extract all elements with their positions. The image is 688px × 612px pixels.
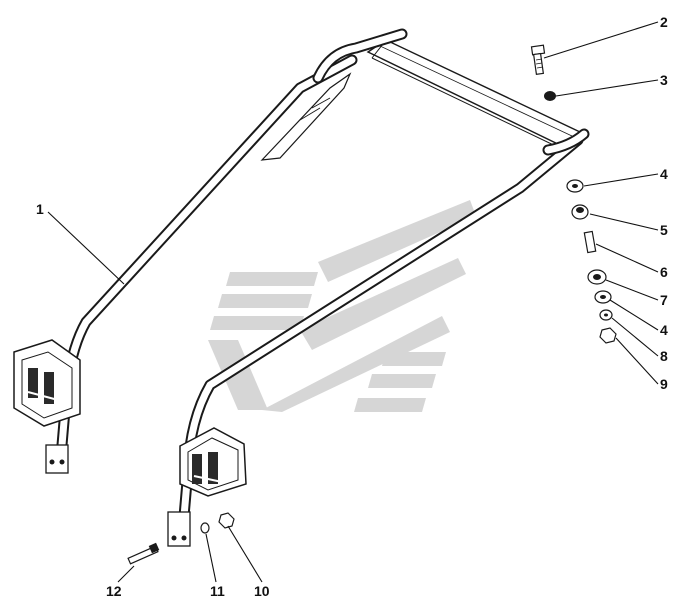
right-mount-bracket <box>179 427 247 497</box>
callout-4b: 4 <box>660 322 668 338</box>
nut-icon <box>544 91 556 101</box>
bushing-icon <box>571 204 589 220</box>
callouts: 1 2 3 4 5 6 7 4 8 9 10 11 12 <box>36 14 668 599</box>
hex-nut-icon <box>599 327 617 344</box>
lock-nut-icon <box>587 269 607 285</box>
hardware <box>127 44 617 565</box>
control-lever <box>260 72 352 161</box>
callout-8: 8 <box>660 348 668 364</box>
pin-icon <box>583 230 597 254</box>
right-tube-end <box>167 511 191 547</box>
callout-11: 11 <box>210 583 225 599</box>
small-washer-icon <box>599 309 613 321</box>
callout-2: 2 <box>660 14 668 30</box>
screw-icon <box>127 542 160 565</box>
watermark-logo <box>208 200 476 412</box>
left-mount-bracket <box>13 339 81 427</box>
bolt-icon <box>530 44 546 75</box>
handle-frame <box>13 28 590 547</box>
leader-lines <box>47 21 659 583</box>
callout-9: 9 <box>660 376 668 392</box>
callout-6: 6 <box>660 264 668 280</box>
callout-1: 1 <box>36 201 44 217</box>
callout-3: 3 <box>660 72 668 88</box>
hex-nut-icon <box>218 512 235 529</box>
washer-icon <box>566 179 584 193</box>
callout-4: 4 <box>660 166 668 182</box>
callout-10: 10 <box>254 583 270 599</box>
washer-icon <box>594 290 612 304</box>
callout-5: 5 <box>660 222 668 238</box>
left-tube-end <box>45 444 69 474</box>
callout-12: 12 <box>106 583 122 599</box>
lock-washer-icon <box>200 522 210 534</box>
callout-7: 7 <box>660 292 668 308</box>
